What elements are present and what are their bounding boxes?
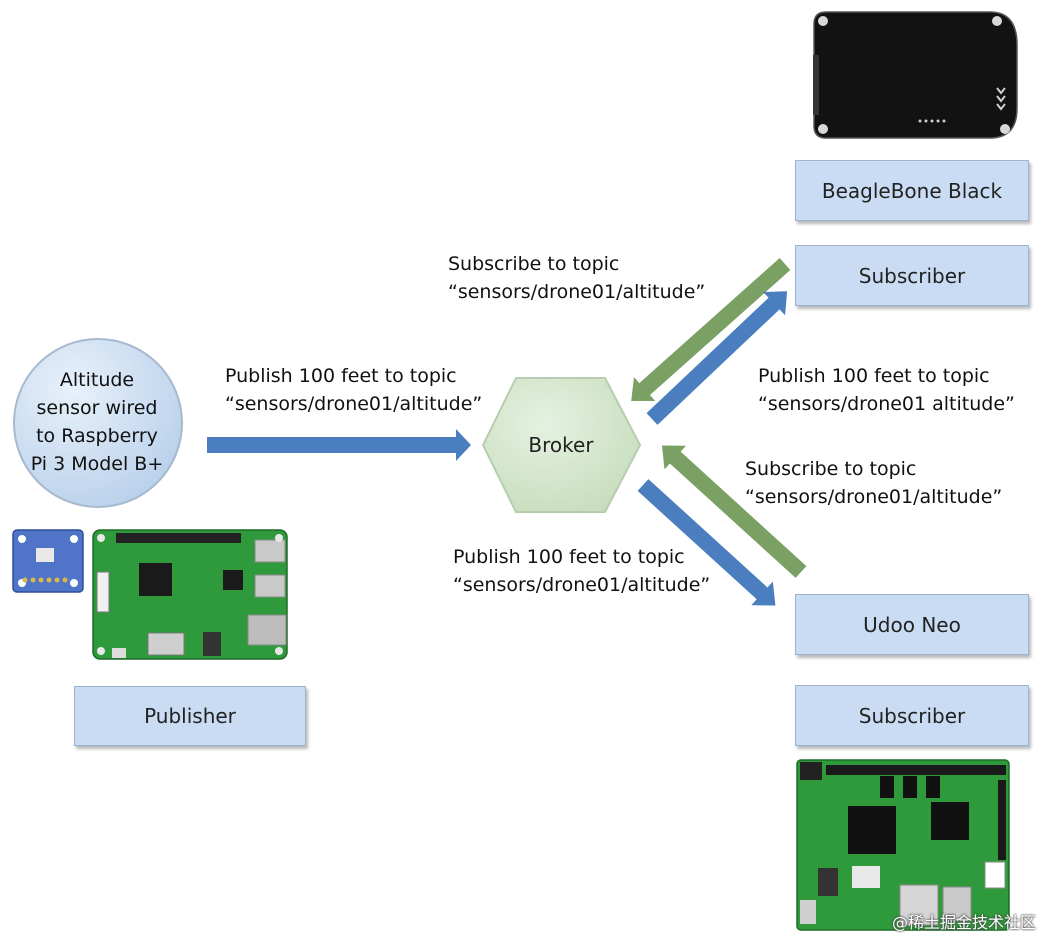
publish-arrow-to-broker (207, 429, 471, 461)
subscribe-beaglebone-label: Subscribe to topic “sensors/drone01/alti… (448, 250, 705, 306)
publish-to-beaglebone-line-1: Publish 100 feet to topic (758, 365, 990, 387)
beaglebone-black-label: BeagleBone Black (821, 178, 1003, 203)
raspberry-pi-board (92, 529, 288, 660)
subscribe-udoo-line-1: Subscribe to topic (745, 458, 917, 480)
subscribe-arrow-udoo (661, 445, 807, 578)
altitude-sensor-label-line: Altitude (59, 369, 135, 391)
publish-to-broker-line-2: “sensors/drone01/altitude” (225, 393, 483, 415)
broker-hexagon (481, 377, 642, 513)
publish-arrow-to-udoo (637, 479, 776, 606)
altitude-sensor-label-line: to Raspberry (36, 425, 158, 447)
beaglebone-black-board (813, 11, 1018, 139)
publish-to-broker-line-1: Publish 100 feet to topic (225, 365, 457, 387)
subscribe-udoo-label: Subscribe to topic “sensors/drone01/alti… (745, 455, 1002, 511)
broker-label: Broker (528, 433, 594, 457)
beaglebone-subscriber-box: Subscriber (795, 245, 1029, 306)
watermark: @稀土掘金技术社区 (891, 913, 1036, 932)
subscribe-beaglebone-line-1: Subscribe to topic (448, 253, 620, 275)
altitude-sensor-board (12, 529, 84, 593)
beaglebone-black-box: BeagleBone Black (795, 160, 1029, 221)
publisher-label: Publisher (144, 704, 236, 728)
altitude-sensor-circle (13, 338, 183, 508)
udoo-neo-label: Udoo Neo (863, 612, 961, 637)
beaglebone-subscriber-label: Subscriber (858, 263, 966, 288)
publish-arrow-to-beaglebone (646, 291, 788, 425)
subscribe-udoo-line-2: “sensors/drone01/altitude” (745, 486, 1003, 508)
udoo-neo-board (796, 759, 1010, 931)
publish-to-beaglebone-line-2: “sensors/drone01 altitude” (758, 393, 1015, 415)
subscribe-beaglebone-line-2: “sensors/drone01/altitude” (448, 281, 706, 303)
subscribe-arrow-beaglebone (631, 258, 791, 402)
publish-to-broker-label: Publish 100 feet to topic “sensors/drone… (225, 362, 482, 418)
publisher-box: Publisher (74, 686, 306, 746)
altitude-sensor-label-line: Pi 3 Model B+ (30, 453, 164, 475)
udoo-subscriber-label: Subscriber (858, 703, 966, 728)
altitude-sensor-label: Altitude sensor wired to Raspberry Pi 3 … (22, 366, 172, 478)
publish-to-udoo-line-2: “sensors/drone01/altitude” (453, 574, 711, 596)
publish-to-udoo-line-1: Publish 100 feet to topic (453, 546, 685, 568)
publish-to-beaglebone-label: Publish 100 feet to topic “sensors/drone… (758, 362, 1015, 418)
udoo-subscriber-box: Subscriber (795, 685, 1029, 746)
altitude-sensor-label-line: sensor wired (36, 397, 158, 419)
udoo-neo-box: Udoo Neo (795, 594, 1029, 655)
publish-to-udoo-label: Publish 100 feet to topic “sensors/drone… (453, 543, 710, 599)
